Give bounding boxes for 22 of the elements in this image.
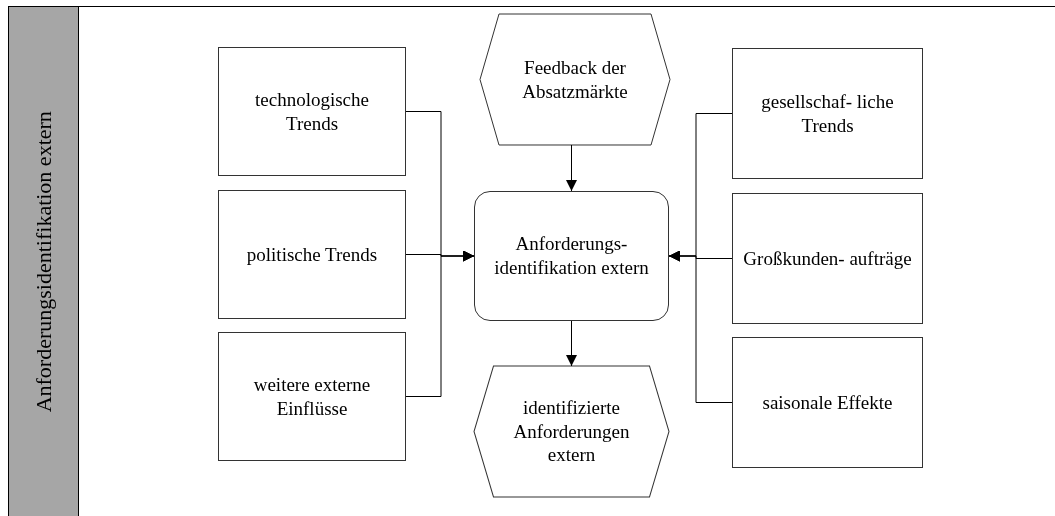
process-box xyxy=(218,332,406,461)
process-box xyxy=(732,193,923,324)
connector-arrow xyxy=(566,320,577,367)
connector-arrow xyxy=(566,144,577,192)
node-label: saisonale Effekte xyxy=(762,390,893,415)
process-box xyxy=(474,191,669,321)
node-label: technologische Trends xyxy=(254,87,370,136)
process-box xyxy=(218,190,406,319)
process-box xyxy=(732,48,923,179)
node-label: Anforderungs- identifikation extern xyxy=(493,232,650,280)
node-label: Feedback der Absatzmärkte xyxy=(521,55,629,104)
process-box xyxy=(218,47,406,176)
node-label: Großkunden- aufträge xyxy=(743,246,912,271)
lane-header xyxy=(9,7,79,516)
node-label: gesellschaf- liche Trends xyxy=(760,89,895,138)
node-label: politische Trends xyxy=(246,242,378,267)
node-label: identifizierte Anforderungen extern xyxy=(512,395,631,468)
connector-arrow xyxy=(405,250,475,397)
node-label: weitere externe Einflüsse xyxy=(252,372,372,421)
lane-title: Anforderungsidentifikation extern xyxy=(29,111,57,413)
connector-arrow xyxy=(668,250,733,403)
process-box xyxy=(732,337,923,468)
